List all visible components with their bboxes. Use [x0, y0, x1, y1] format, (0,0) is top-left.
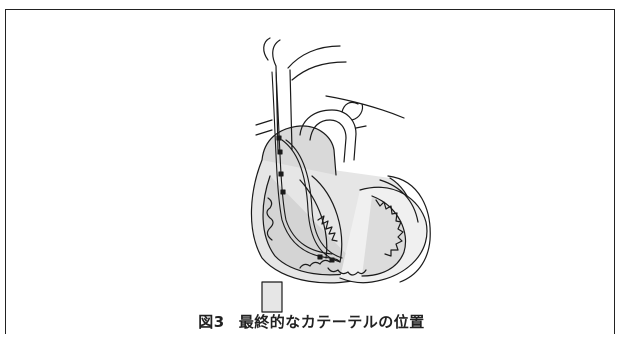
figure-caption: 図3 最終的なカテーテルの位置	[0, 311, 623, 332]
figure-label: 図3	[198, 313, 224, 331]
inferior-vena-cava	[262, 282, 282, 312]
figure-caption-text: 最終的なカテーテルの位置	[239, 313, 425, 331]
